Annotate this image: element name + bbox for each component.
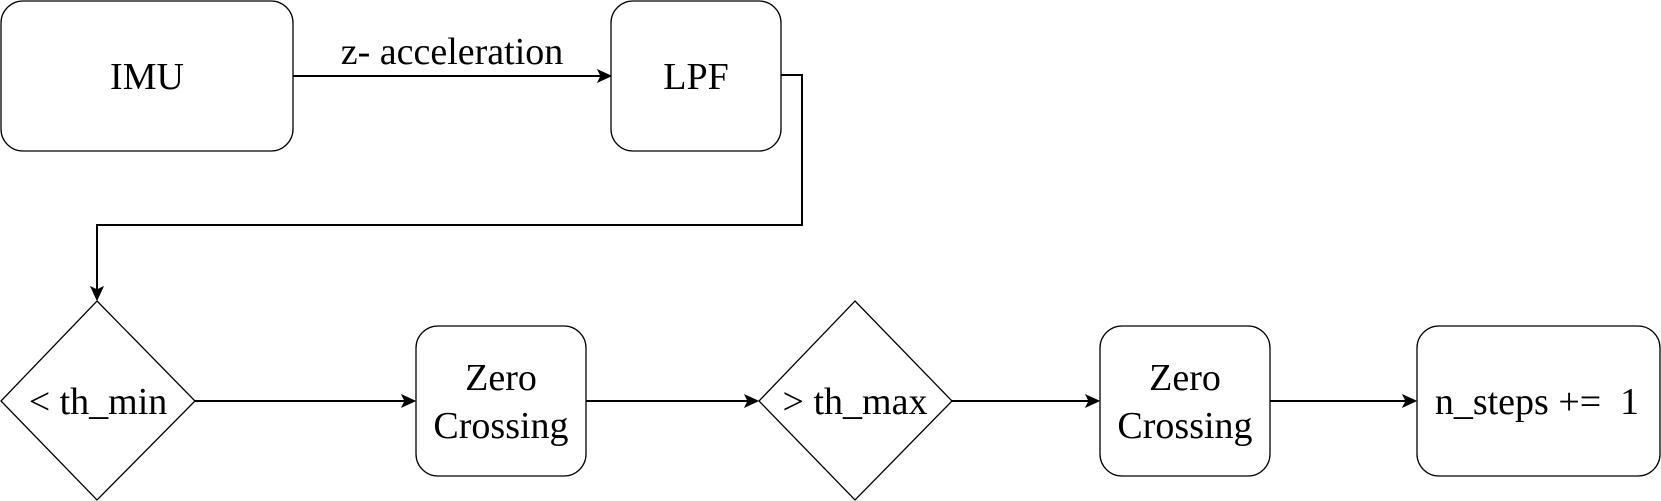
- arrow-head: [89, 285, 105, 302]
- node-th-min-decision: < th_min: [0, 300, 196, 501]
- node-lpf: LPF: [610, 0, 782, 152]
- edge-zero-crossing-1-to-th-max: [586, 393, 760, 409]
- edge-label-z-acceleration: z- acceleration: [341, 31, 564, 73]
- edge-zero-crossing-2-to-n-steps: [1270, 393, 1418, 409]
- node-n-steps: n_steps += 1: [1416, 325, 1661, 477]
- node-th-min-label: < th_min: [29, 381, 168, 423]
- node-zero-crossing-2: Zero Crossing: [1099, 325, 1271, 477]
- node-zero-crossing-2-label-line2: Crossing: [1117, 405, 1252, 447]
- arrow-head: [1084, 393, 1101, 409]
- edge-th-min-to-zero-crossing-1: [195, 393, 417, 409]
- arrow-head: [743, 393, 760, 409]
- edge-imu-to-lpf: z- acceleration: [293, 31, 613, 84]
- node-zero-crossing-2-label-line1: Zero: [1149, 357, 1221, 399]
- node-imu: IMU: [0, 0, 294, 152]
- node-th-max-decision: > th_max: [758, 300, 953, 501]
- node-n-steps-label: n_steps += 1: [1435, 381, 1639, 423]
- node-imu-label: IMU: [110, 56, 184, 98]
- arrow-head: [400, 393, 417, 409]
- node-zero-crossing-1: Zero Crossing: [415, 325, 587, 477]
- edge-th-max-to-zero-crossing-2: [952, 393, 1101, 409]
- node-lpf-label: LPF: [663, 56, 728, 98]
- edge-lpf-to-th-min: [89, 74, 803, 302]
- arrow-head: [1401, 393, 1418, 409]
- arrow-head: [596, 68, 613, 84]
- node-zero-crossing-1-label-line2: Crossing: [433, 405, 568, 447]
- node-th-max-label: > th_max: [783, 381, 928, 423]
- node-zero-crossing-1-label-line1: Zero: [465, 357, 537, 399]
